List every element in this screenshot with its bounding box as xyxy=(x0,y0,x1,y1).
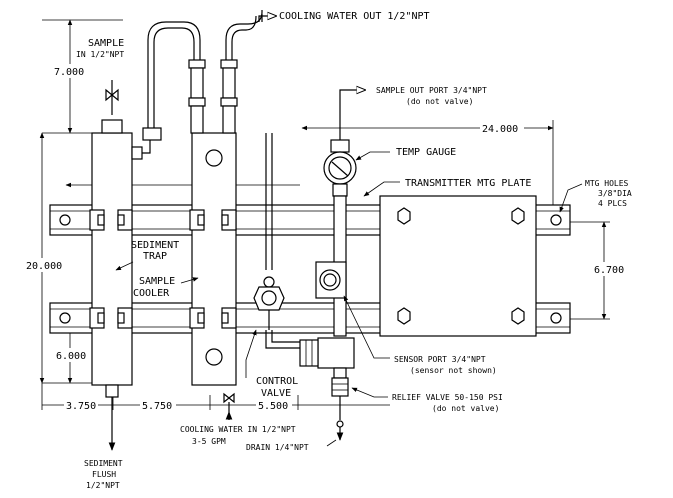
sample-out-label: SAMPLE OUT PORT 3/4"NPT xyxy=(376,86,487,95)
sample-cooler xyxy=(191,132,237,386)
dim-bottom-offset: 6.000 xyxy=(56,351,86,362)
dimension-lines xyxy=(39,19,610,410)
dim-rail-spacing: 6.700 xyxy=(594,265,624,276)
valve-symbols xyxy=(105,80,235,412)
sediment-flush-label-1: SEDIMENT xyxy=(84,459,123,468)
text-labels: COOLING WATER OUT 1/2"NPT SAMPLE IN 1/2"… xyxy=(76,11,632,490)
drain-label: DRAIN 1/4"NPT xyxy=(246,443,309,452)
temp-gauge-label: TEMP GAUGE xyxy=(396,147,456,158)
sediment-trap-label-1: SEDIMENT xyxy=(131,240,179,251)
sediment-flush-label-3: 1/2"NPT xyxy=(86,481,120,490)
relief-valve-note: (do not valve) xyxy=(432,404,499,413)
cooling-water-in-label-2: 3-5 GPM xyxy=(192,437,226,446)
dim-top-offset: 7.000 xyxy=(54,67,84,78)
sample-in-label-line2: IN 1/2"NPT xyxy=(76,50,124,59)
cooling-water-in-label-1: COOLING WATER IN 1/2"NPT xyxy=(180,425,296,434)
sediment-trap xyxy=(91,119,143,451)
sediment-flush-label-2: FLUSH xyxy=(92,470,116,479)
dim-middle-offset: 5.750 xyxy=(142,401,172,412)
mtg-holes-label-2: 3/8"DIA xyxy=(598,189,632,198)
sensor-port-label: SENSOR PORT 3/4"NPT xyxy=(394,355,486,364)
rail-clamps xyxy=(89,209,237,329)
dim-overall-width: 24.000 xyxy=(482,124,518,135)
transmitter-plate xyxy=(379,195,537,337)
sample-in-label-line1: SAMPLE xyxy=(88,38,124,49)
sensor-port-note: (sensor not shown) xyxy=(410,366,497,375)
control-valve-label-1: CONTROL xyxy=(256,376,298,387)
transmitter-plate-label: TRANSMITTER MTG PLATE xyxy=(405,178,531,189)
leaders xyxy=(115,14,583,447)
dim-left-offset: 3.750 xyxy=(66,401,96,412)
mtg-holes-label-1: MTG HOLES xyxy=(585,179,629,188)
tubing xyxy=(142,10,275,288)
control-valve-label-2: VALVE xyxy=(261,388,291,399)
cooling-water-out-label: COOLING WATER OUT 1/2"NPT xyxy=(279,11,430,22)
dim-overall-height: 20.000 xyxy=(26,261,62,272)
sample-cooler-label-1: SAMPLE xyxy=(139,276,175,287)
sample-out-note: (do not valve) xyxy=(406,97,473,106)
relief-valve-label: RELIEF VALVE 50-150 PSI xyxy=(392,393,503,402)
dim-right-offset: 5.500 xyxy=(258,401,288,412)
mtg-holes-label-3: 4 PLCS xyxy=(598,199,627,208)
control-valve xyxy=(253,286,300,349)
sediment-trap-label-2: TRAP xyxy=(143,251,167,262)
dimension-text: 7.000 24.000 20.000 6.700 6.000 3.750 5.… xyxy=(24,64,628,412)
sample-cooler-label-2: COOLER xyxy=(133,288,170,299)
sample-out-assembly xyxy=(299,139,357,441)
